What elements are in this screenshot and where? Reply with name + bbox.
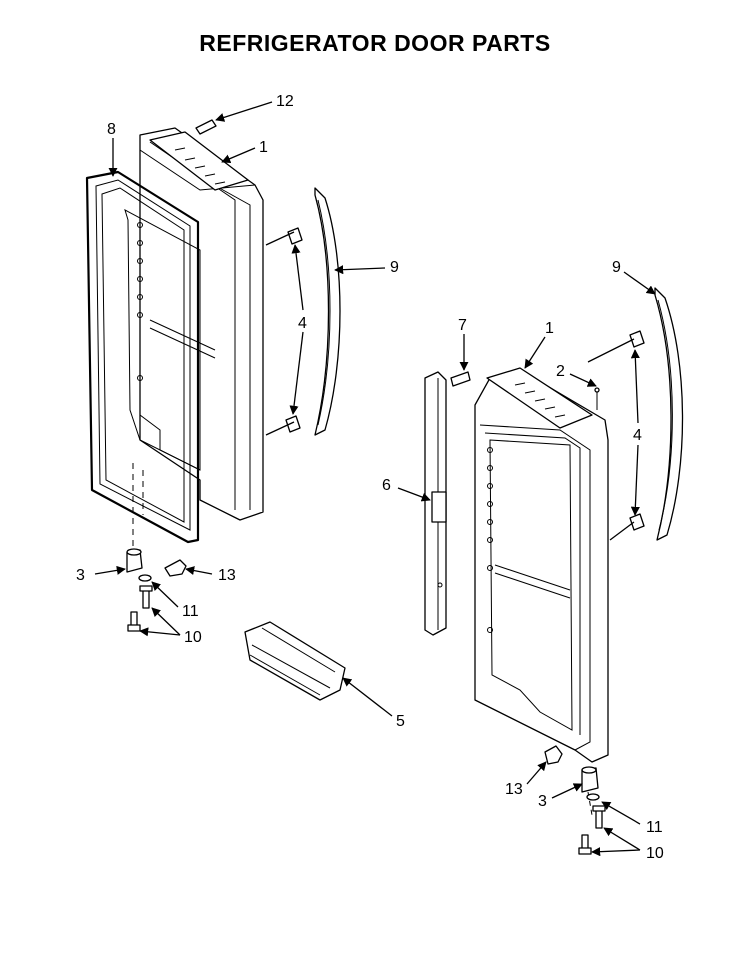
left-door-panel xyxy=(124,127,264,521)
callout-left-10: 10 xyxy=(184,629,202,646)
callout-bin-5: 5 xyxy=(396,713,405,730)
right-door-assembly xyxy=(424,287,684,855)
callout-right-13: 13 xyxy=(505,781,523,798)
callout-right-6: 6 xyxy=(382,477,391,494)
callout-left-12: 12 xyxy=(276,93,294,110)
left-part-12 xyxy=(195,119,217,135)
callout-right-3: 3 xyxy=(538,793,547,810)
page-title: REFRIGERATOR DOOR PARTS xyxy=(199,30,551,56)
callout-left-9: 9 xyxy=(390,259,399,276)
callout-right-10: 10 xyxy=(646,845,664,862)
callout-right-2: 2 xyxy=(556,363,565,380)
callout-left-13: 13 xyxy=(218,567,236,584)
callout-left-4: 4 xyxy=(298,315,307,332)
left-door-gasket xyxy=(85,170,200,544)
callout-right-7: 7 xyxy=(458,317,467,334)
callout-right-11: 11 xyxy=(646,819,663,836)
right-hinge-bar xyxy=(424,371,447,636)
left-door-handle xyxy=(285,187,341,436)
callout-left-3: 3 xyxy=(76,567,85,584)
left-door-assembly xyxy=(85,119,341,632)
callout-labels: 12 1 8 9 4 3 13 11 10 5 9 7 1 2 4 6 13 3… xyxy=(76,93,664,862)
left-hinge-hardware xyxy=(126,463,187,632)
callout-left-1: 1 xyxy=(259,139,268,156)
right-door-panel xyxy=(474,367,609,763)
callout-right-9: 9 xyxy=(612,259,621,276)
right-screw-7 xyxy=(450,371,471,387)
callout-right-1: 1 xyxy=(545,320,554,337)
callout-right-4: 4 xyxy=(633,427,642,444)
leader-lines xyxy=(94,101,656,857)
right-hinge-hardware xyxy=(544,745,606,855)
callout-left-11: 11 xyxy=(182,603,199,620)
callout-left-8: 8 xyxy=(107,121,116,138)
door-bin xyxy=(244,621,346,701)
right-door-handle xyxy=(629,287,684,541)
